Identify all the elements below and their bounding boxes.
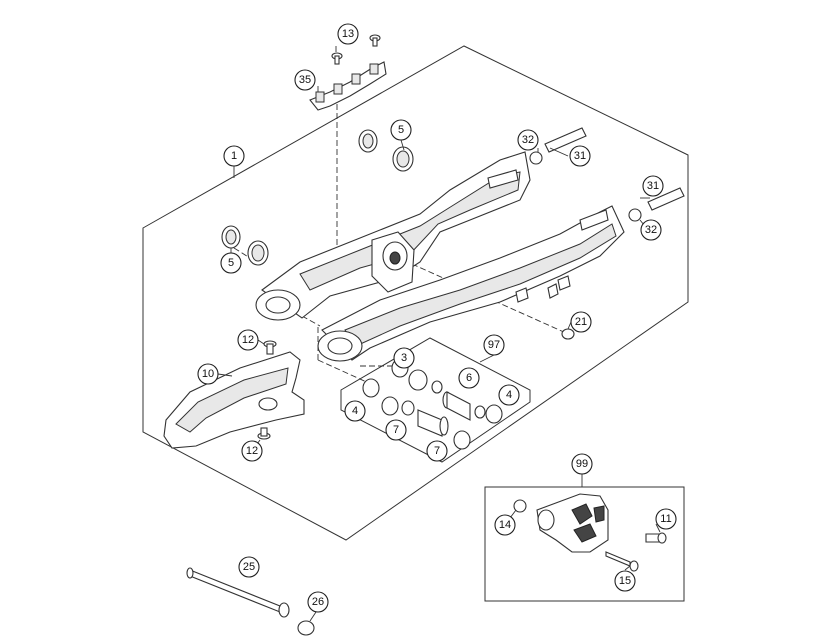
callout-14: 14 <box>494 514 516 536</box>
callout-7-right: 7 <box>426 440 448 462</box>
callout-label: 6 <box>466 372 472 384</box>
callout-label: 26 <box>312 596 324 608</box>
callout-label: 15 <box>619 575 631 587</box>
callout-label: 21 <box>575 316 587 328</box>
alignment-line <box>301 315 321 327</box>
callout-10: 10 <box>197 363 219 385</box>
callout-1: 1 <box>223 145 245 167</box>
plug-part <box>221 225 269 266</box>
callout-label: 99 <box>576 458 588 470</box>
screw-part <box>331 34 381 65</box>
callout-15: 15 <box>614 570 636 592</box>
callout-97: 97 <box>483 334 505 356</box>
clip-strip-part <box>309 61 387 111</box>
callout-label: 32 <box>522 134 534 146</box>
callout-21: 21 <box>570 311 592 333</box>
screw-part <box>645 532 667 544</box>
callout-5-left: 5 <box>220 252 242 274</box>
alignment-line <box>317 359 372 385</box>
callout-label: 11 <box>660 513 671 525</box>
callout-label: 35 <box>299 74 311 86</box>
callout-5-top: 5 <box>390 119 412 141</box>
pin-part <box>529 127 587 165</box>
callout-label: 31 <box>574 150 586 162</box>
bearing-kit-parts <box>362 358 503 450</box>
nut-part <box>561 328 575 340</box>
screw-part <box>257 427 271 440</box>
callout-label: 1 <box>231 150 237 162</box>
callout-label: 12 <box>242 334 254 346</box>
callout-label: 13 <box>342 28 354 40</box>
alignment-line <box>233 247 251 259</box>
plug-part <box>358 129 414 172</box>
callout-label: 5 <box>228 257 234 269</box>
callout-6: 6 <box>458 367 480 389</box>
axle-part <box>186 567 290 618</box>
pivot-nut-part <box>297 620 315 636</box>
chain-guide-kit-outline <box>484 486 685 602</box>
callout-25: 25 <box>238 556 260 578</box>
callout-13: 13 <box>337 23 359 45</box>
callout-label: 3 <box>401 352 407 364</box>
bearing-kit-outline <box>340 337 531 463</box>
washer-part <box>513 499 527 513</box>
bolt-part <box>605 551 639 572</box>
callout-label: 10 <box>202 368 214 380</box>
screw-part <box>263 340 277 355</box>
chain-slider-part <box>163 351 305 449</box>
chain-guide-part <box>536 493 609 553</box>
callout-26: 26 <box>307 591 329 613</box>
callout-label: 32 <box>645 224 657 236</box>
callout-label: 7 <box>393 424 399 436</box>
callout-label: 4 <box>506 389 512 401</box>
callout-3: 3 <box>393 347 415 369</box>
swingarm-assembly-outline <box>142 45 689 541</box>
callout-label: 5 <box>398 124 404 136</box>
callout-label: 97 <box>488 339 500 351</box>
callout-31-top: 31 <box>569 145 591 167</box>
swingarm <box>255 151 625 362</box>
callout-4-right: 4 <box>498 384 520 406</box>
callout-4-left: 4 <box>344 400 366 422</box>
callout-7-left: 7 <box>385 419 407 441</box>
callout-32-top: 32 <box>517 129 539 151</box>
callout-label: 25 <box>243 561 255 573</box>
callout-label: 31 <box>647 180 659 192</box>
callout-35: 35 <box>294 69 316 91</box>
callout-32-right: 32 <box>640 219 662 241</box>
callout-label: 7 <box>434 445 440 457</box>
callout-31-right: 31 <box>642 175 664 197</box>
callout-label: 14 <box>499 519 511 531</box>
callout-12-bottom: 12 <box>241 440 263 462</box>
callout-12-top: 12 <box>237 329 259 351</box>
pin-part <box>628 187 685 222</box>
callout-99: 99 <box>571 453 593 475</box>
callout-label: 12 <box>246 445 258 457</box>
callout-11: 11 <box>655 508 677 530</box>
callout-label: 4 <box>352 405 358 417</box>
